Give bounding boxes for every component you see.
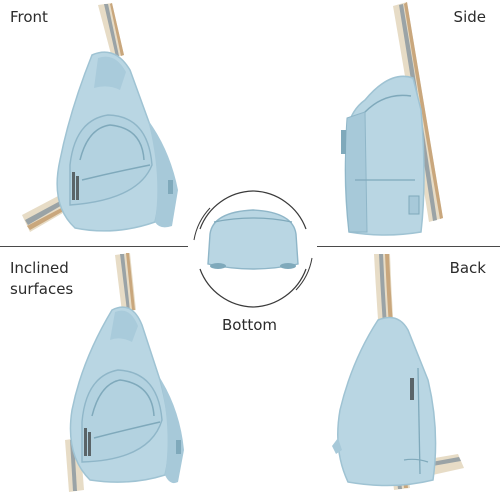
bottom-bag-body [207, 209, 299, 270]
front-view-label: Front [10, 8, 48, 26]
inclined-view-bag-image [65, 253, 184, 492]
inclined-view-label-line2: surfaces [10, 280, 74, 298]
back-bag-body [337, 316, 437, 487]
side-view-label: Side [453, 8, 486, 26]
front-strap-lower [22, 195, 68, 232]
back-view-bag-image [332, 254, 464, 490]
front-view-bag-image [22, 3, 178, 232]
back-view-label: Back [449, 259, 486, 277]
bottom-view-bag-image [193, 190, 313, 308]
bottom-view-label: Bottom [222, 316, 278, 334]
side-view-bag-image [341, 2, 443, 236]
inclined-view-label-line1: Inclined [10, 259, 69, 277]
divider-left [0, 246, 188, 247]
zipper-pull [72, 172, 75, 200]
inclined-strap [115, 253, 136, 312]
front-strap [98, 3, 124, 58]
divider-right [317, 246, 500, 247]
